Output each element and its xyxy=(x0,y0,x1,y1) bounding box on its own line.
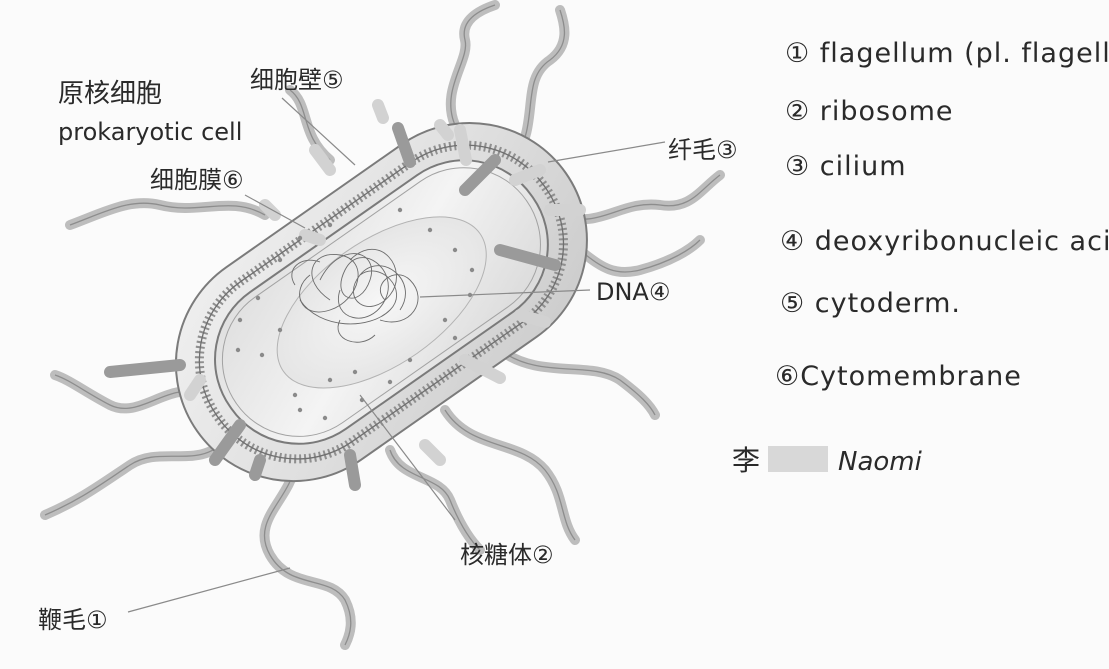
label-flagellum: 鞭毛① xyxy=(38,606,108,634)
pili-group xyxy=(104,99,586,491)
legend-item-1: ① flagellum (pl. flagella) xyxy=(785,38,1109,69)
signature: 李 Naomi xyxy=(732,444,923,477)
legend-item-5: ⑤ cytoderm. xyxy=(780,288,961,319)
legend: ① flagellum (pl. flagella) ② ribosome ③ … xyxy=(775,38,1109,392)
leader-lines xyxy=(127,97,666,613)
dna-tangle xyxy=(291,248,419,343)
flagella-group xyxy=(40,0,725,650)
signature-name: Naomi xyxy=(838,447,923,477)
title-cn: 原核细胞 xyxy=(58,79,162,109)
legend-item-3: ③ cilium xyxy=(785,151,907,182)
label-cell-wall: 细胞壁⑤ xyxy=(250,66,344,94)
label-cell-membrane: 细胞膜⑥ xyxy=(150,166,244,194)
label-dna: DNA④ xyxy=(596,278,670,306)
label-pilus: 纤毛③ xyxy=(668,136,738,164)
legend-item-4: ④ deoxyribonucleic acid xyxy=(780,226,1109,257)
title-en: prokaryotic cell xyxy=(58,118,242,146)
label-ribosome: 核糖体② xyxy=(460,541,554,569)
signature-cn: 李 xyxy=(732,444,760,477)
legend-item-6: ⑥Cytomembrane xyxy=(775,361,1022,392)
signature-redaction xyxy=(768,446,828,472)
legend-item-2: ② ribosome xyxy=(785,96,954,127)
